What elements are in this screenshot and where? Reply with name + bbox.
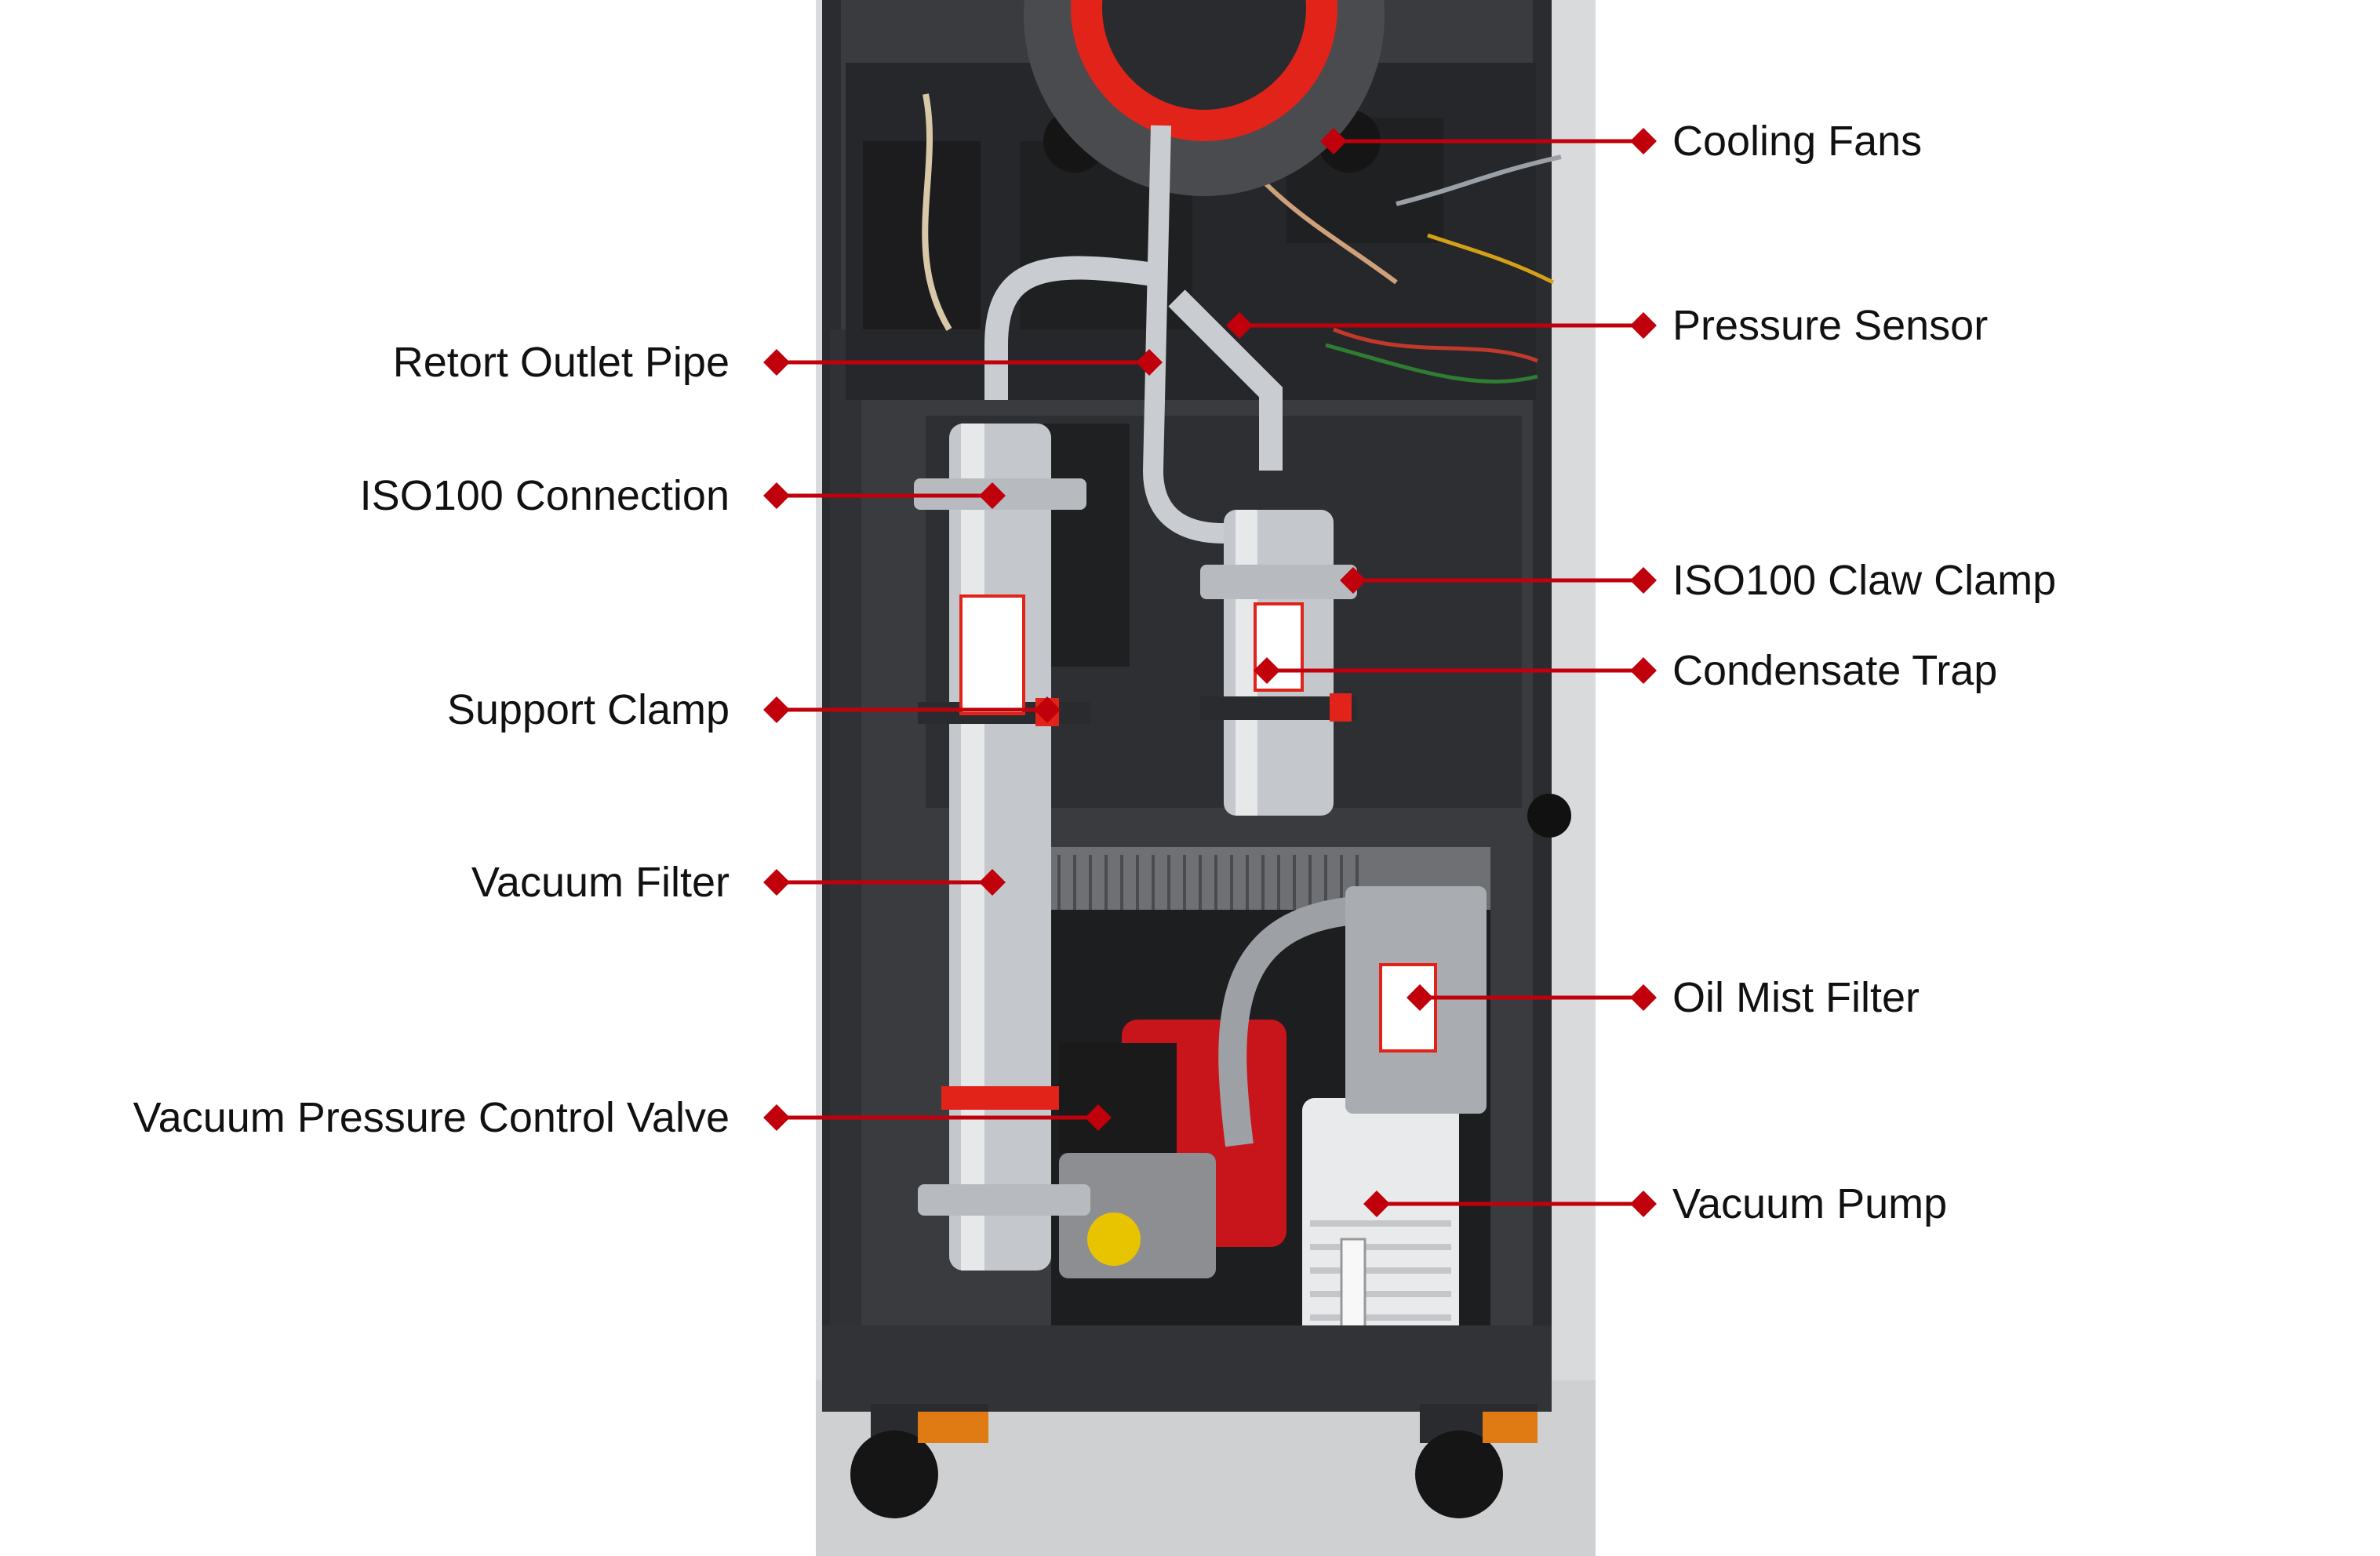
diamond-icon xyxy=(1630,567,1657,594)
diamond-icon xyxy=(979,482,1006,509)
retort-center xyxy=(1102,0,1306,110)
diamond-icon xyxy=(1226,312,1253,339)
label-support-clamp: Support Clamp xyxy=(446,686,730,733)
diamond-icon xyxy=(1630,984,1657,1011)
panel-cutout xyxy=(1043,424,1130,667)
wire xyxy=(1427,233,1555,285)
retort-outlet-pipe xyxy=(984,256,1155,400)
label-pressure-sensor: Pressure Sensor xyxy=(1672,302,1989,349)
caster-wheel-right xyxy=(1415,1431,1503,1518)
leveling-foot-left xyxy=(918,1412,988,1443)
label-oil-mist-filter: Oil Mist Filter xyxy=(1672,974,1920,1021)
trap-clamp-latch xyxy=(1330,693,1352,722)
diamond-icon xyxy=(763,869,790,896)
valve-indicator xyxy=(1087,1212,1141,1266)
cabinet-base xyxy=(822,1325,1552,1412)
diamond-icon xyxy=(1630,312,1657,339)
diamond-icon xyxy=(763,696,790,723)
iso100-claw-clamp-ring xyxy=(1200,565,1357,599)
diamond-icon xyxy=(1034,696,1061,723)
cylinder-highlight xyxy=(961,424,984,1271)
diamond-icon xyxy=(1254,657,1280,684)
diamond-icon xyxy=(1320,128,1347,155)
label-vacuum-pressure-control-valve: Vacuum Pressure Control Valve xyxy=(133,1094,730,1141)
diamond-icon xyxy=(763,1104,790,1131)
wire xyxy=(1396,155,1562,206)
filter-warning-label xyxy=(959,594,1025,715)
label-iso100-claw-clamp: ISO100 Claw Clamp xyxy=(1672,557,2057,604)
label-cooling-fans: Cooling Fans xyxy=(1672,118,1923,165)
diamond-icon xyxy=(1340,567,1366,594)
wire xyxy=(1325,343,1538,384)
pipe-tee xyxy=(1168,289,1283,471)
diamond-icon xyxy=(1630,1191,1657,1217)
leveling-foot-right xyxy=(1483,1412,1538,1443)
label-retort-outlet-pipe: Retort Outlet Pipe xyxy=(392,339,730,386)
outlet-pipe-vertical xyxy=(1142,125,1225,544)
control-box xyxy=(863,141,981,329)
oil-mist-filter-label xyxy=(1379,963,1437,1052)
control-valve-body xyxy=(1059,1043,1177,1153)
diamond-icon xyxy=(763,349,790,376)
flex-hose xyxy=(1218,896,1366,1147)
label-vacuum-filter: Vacuum Filter xyxy=(471,859,730,906)
wire xyxy=(1333,327,1538,363)
grille-lines xyxy=(1057,855,1359,910)
diamond-icon xyxy=(979,869,1006,896)
caster-wheel-left xyxy=(850,1431,938,1518)
label-iso100-connection: ISO100 Connection xyxy=(359,472,730,519)
diamond-icon xyxy=(1630,657,1657,684)
diamond-icon xyxy=(1630,128,1657,155)
label-vacuum-pump: Vacuum Pump xyxy=(1672,1180,1948,1227)
diamond-icon xyxy=(763,482,790,509)
door-hinge xyxy=(830,329,861,1349)
diamond-icon xyxy=(1407,984,1433,1011)
panel-hole xyxy=(1527,794,1571,838)
diamond-icon xyxy=(1363,1191,1390,1217)
callout-lines xyxy=(763,128,1657,1217)
oil-sight-glass xyxy=(1340,1238,1366,1335)
pump-fins xyxy=(1310,1220,1451,1321)
wire xyxy=(922,93,952,332)
trap-warning-label xyxy=(1254,602,1304,692)
bottom-flange xyxy=(918,1184,1090,1216)
do-not-open-sticker xyxy=(941,1086,1059,1110)
label-condensate-trap: Condensate Trap xyxy=(1672,647,1998,694)
diamond-icon xyxy=(1136,349,1163,376)
diamond-icon xyxy=(1085,1104,1112,1131)
